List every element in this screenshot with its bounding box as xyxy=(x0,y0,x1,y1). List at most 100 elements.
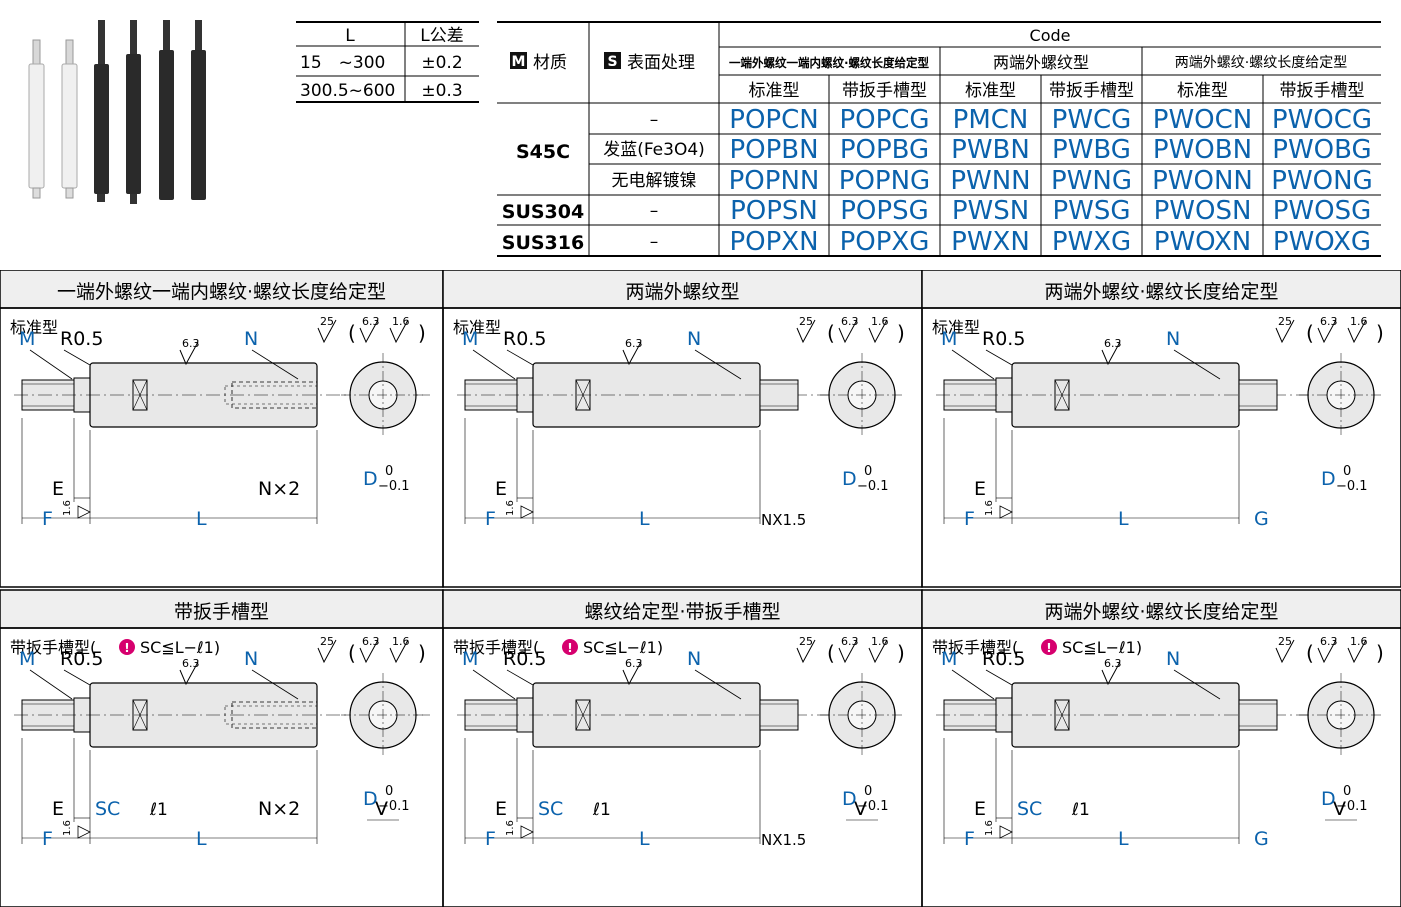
label-r: R0.5 xyxy=(503,648,546,670)
roughness-63: 6.3 xyxy=(362,315,380,328)
label-v: V xyxy=(1333,798,1346,820)
paren-close: ) xyxy=(1376,321,1384,345)
part-code[interactable]: PWOCG xyxy=(1272,105,1372,135)
part-code[interactable]: PMCN xyxy=(953,105,1029,135)
tol-upper: 0 xyxy=(385,464,393,479)
paren-open: ( xyxy=(827,321,835,345)
surface-1: – xyxy=(650,110,659,130)
label-n: N xyxy=(1166,648,1180,670)
part-code[interactable]: PWNG xyxy=(1051,166,1132,196)
label-d: D xyxy=(363,468,378,490)
warning-mark: ! xyxy=(567,641,572,655)
part-code[interactable]: PWONN xyxy=(1152,166,1253,196)
label-v: V xyxy=(375,798,388,820)
label-e: E xyxy=(495,798,507,820)
tolerance-table: L L公差 15 ~300 ±0.2 300.5~600 ±0.3 xyxy=(296,21,479,103)
surface-2: 发蓝(Fe3O4) xyxy=(603,140,705,160)
panel-title: 一端外螺纹一端内螺纹·螺纹长度给定型 xyxy=(57,281,386,303)
label-r: R0.5 xyxy=(982,328,1025,350)
sub-header-2: 带扳手槽型 xyxy=(842,81,927,101)
label-r: R0.5 xyxy=(60,328,103,350)
part-code[interactable]: PWOXN xyxy=(1154,227,1251,257)
group-header-1: 一端外螺纹一端内螺纹·螺纹长度给定型 xyxy=(729,55,929,70)
part-code[interactable]: PWOSN xyxy=(1154,196,1252,226)
sub-header-5: 标准型 xyxy=(1177,81,1228,101)
tol-head-l: L xyxy=(345,26,355,46)
tol-lower: −0.1 xyxy=(378,479,410,494)
paren-open: ( xyxy=(827,641,835,665)
sub-header-6: 带扳手槽型 xyxy=(1280,81,1365,101)
part-code[interactable]: PWOXG xyxy=(1273,227,1371,257)
group-header-3: 两端外螺纹·螺纹长度给定型 xyxy=(1175,55,1347,71)
label-l1: ℓ1 xyxy=(592,800,611,820)
label-sc: SC xyxy=(538,798,563,820)
product-photo xyxy=(28,20,206,204)
label-d: D xyxy=(1321,788,1336,810)
part-code[interactable]: POPNN xyxy=(729,166,820,196)
label-e: E xyxy=(52,478,64,500)
surface-badge: S xyxy=(607,54,617,70)
roughness-63: 6.3 xyxy=(841,315,859,328)
part-code[interactable]: POPNG xyxy=(839,166,930,196)
label-l1: ℓ1 xyxy=(1071,800,1090,820)
tol-upper: 0 xyxy=(864,784,872,799)
tol-value-1: ±0.2 xyxy=(421,53,462,73)
part-code[interactable]: POPXN xyxy=(729,227,818,257)
roughness-body: 6.3 xyxy=(625,657,643,670)
material-badge: M xyxy=(512,54,526,70)
part-code[interactable]: PWSG xyxy=(1052,196,1130,226)
roughness-25: 25 xyxy=(320,635,334,648)
warning-icon xyxy=(1041,639,1057,655)
roughness-16: 1.6 xyxy=(871,635,889,648)
part-code[interactable]: POPXG xyxy=(840,227,930,257)
part-code[interactable]: PWSN xyxy=(952,196,1029,226)
part-code[interactable]: PWONG xyxy=(1271,166,1372,196)
label-d: D xyxy=(842,788,857,810)
tol-upper: 0 xyxy=(864,464,872,479)
pin-drawing xyxy=(457,682,873,748)
part-code[interactable]: POPSG xyxy=(840,196,928,226)
material-badge-bg xyxy=(510,52,527,69)
label-r: R0.5 xyxy=(982,648,1025,670)
label-right-dim: G xyxy=(1254,508,1269,530)
part-code[interactable]: PWOCN xyxy=(1153,105,1252,135)
roughness-16-flag: 1.6 xyxy=(62,820,73,836)
part-code[interactable]: PWBN xyxy=(951,135,1030,165)
part-code[interactable]: PWOSG xyxy=(1273,196,1372,226)
part-code[interactable]: POPSN xyxy=(730,196,818,226)
part-code[interactable]: PWXN xyxy=(951,227,1030,257)
part-code[interactable]: POPCN xyxy=(729,105,818,135)
roughness-body: 6.3 xyxy=(1104,337,1122,350)
pin-drawing xyxy=(14,362,430,428)
part-code[interactable]: PWCG xyxy=(1052,105,1132,135)
part-code[interactable]: PWNN xyxy=(950,166,1030,196)
part-code[interactable]: POPBG xyxy=(840,135,929,165)
panel-title: 螺纹给定型·带扳手槽型 xyxy=(584,601,780,623)
label-l1: ℓ1 xyxy=(149,800,168,820)
part-code[interactable]: PWBG xyxy=(1052,135,1131,165)
panel-note: SC≦L−ℓ1) xyxy=(140,638,220,657)
surface-3: 无电解镀镍 xyxy=(612,171,697,191)
part-code[interactable]: PWOBN xyxy=(1153,135,1252,165)
tol-lower: −0.1 xyxy=(1336,479,1368,494)
panel-subtitle: 标准型 xyxy=(453,318,501,337)
part-code[interactable]: POPCG xyxy=(839,105,929,135)
label-f: F xyxy=(964,508,975,530)
part-code[interactable]: PWXG xyxy=(1052,227,1131,257)
paren-open: ( xyxy=(1306,321,1314,345)
sub-header-3: 标准型 xyxy=(965,81,1016,101)
roughness-16: 1.6 xyxy=(871,315,889,328)
part-code[interactable]: POPBN xyxy=(729,135,818,165)
part-code[interactable]: PWOBG xyxy=(1272,135,1371,165)
label-right-dim: NX1.5 xyxy=(761,511,806,529)
roughness-63: 6.3 xyxy=(362,635,380,648)
tol-head-tol: L公差 xyxy=(420,26,463,46)
tol-range-2: 300.5~600 xyxy=(300,81,395,101)
label-e: E xyxy=(495,478,507,500)
label-sc: SC xyxy=(1017,798,1042,820)
roughness-16: 1.6 xyxy=(392,635,410,648)
